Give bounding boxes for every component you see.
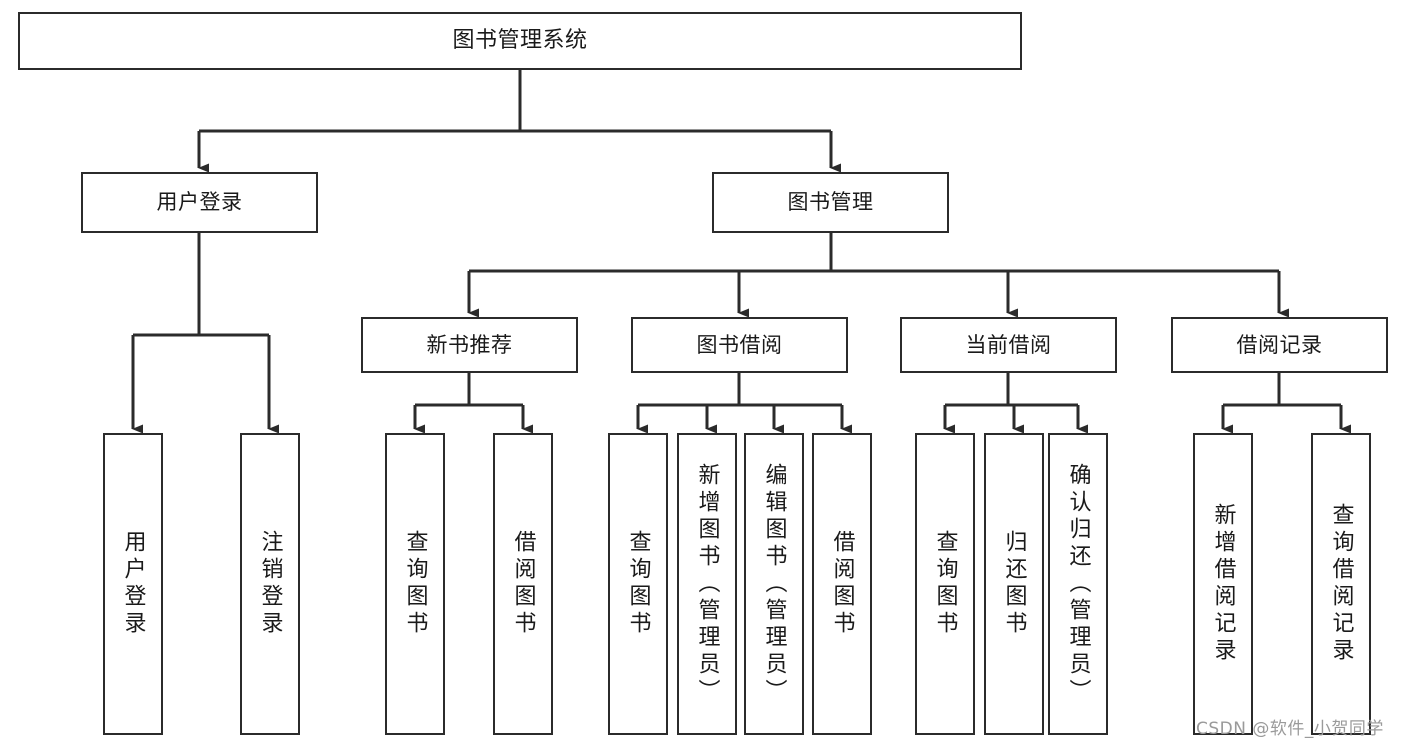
- watermark-text: CSDN @软件_小贺同学: [1196, 719, 1384, 739]
- node-book-manage[interactable]: 图书管理: [712, 172, 949, 233]
- node-current-borrow[interactable]: 当前借阅: [900, 317, 1117, 373]
- node-borrow-record[interactable]: 借阅记录: [1171, 317, 1388, 373]
- node-label: 查询图书: [402, 530, 428, 638]
- node-leaf-borrow-book-2[interactable]: 借阅图书: [812, 433, 872, 735]
- node-label: 新书推荐: [426, 332, 513, 357]
- node-leaf-query-book-3[interactable]: 查询图书: [915, 433, 975, 735]
- node-label: 新增图书（管理员）: [694, 462, 720, 706]
- node-label: 查询借阅记录: [1328, 503, 1354, 665]
- node-label: 图书管理: [787, 190, 874, 215]
- node-label: 用户登录: [120, 530, 146, 638]
- node-label: 新增借阅记录: [1210, 503, 1236, 665]
- node-label: 用户登录: [156, 190, 243, 215]
- node-new-book-recommend[interactable]: 新书推荐: [361, 317, 578, 373]
- node-label: 确认归还（管理员）: [1065, 462, 1091, 706]
- node-label: 编辑图书（管理员）: [761, 462, 787, 706]
- node-leaf-user-login[interactable]: 用户登录: [103, 433, 163, 735]
- node-leaf-edit-book[interactable]: 编辑图书（管理员）: [744, 433, 804, 735]
- node-leaf-confirm-return[interactable]: 确认归还（管理员）: [1048, 433, 1108, 735]
- node-user-login[interactable]: 用户登录: [81, 172, 318, 233]
- node-label: 图书管理系统: [452, 28, 588, 54]
- node-label: 图书借阅: [696, 332, 783, 357]
- node-leaf-add-book[interactable]: 新增图书（管理员）: [677, 433, 737, 735]
- node-leaf-query-book-2[interactable]: 查询图书: [608, 433, 668, 735]
- node-leaf-query-book-1[interactable]: 查询图书: [385, 433, 445, 735]
- node-label: 归还图书: [1001, 530, 1027, 638]
- node-book-borrow[interactable]: 图书借阅: [631, 317, 848, 373]
- node-label: 当前借阅: [965, 332, 1052, 357]
- node-label: 借阅记录: [1236, 332, 1323, 357]
- node-label: 借阅图书: [829, 530, 855, 638]
- node-label: 借阅图书: [510, 530, 536, 638]
- node-leaf-query-record[interactable]: 查询借阅记录: [1311, 433, 1371, 735]
- node-leaf-add-record[interactable]: 新增借阅记录: [1193, 433, 1253, 735]
- node-leaf-user-logout[interactable]: 注销登录: [240, 433, 300, 735]
- node-label: 查询图书: [625, 530, 651, 638]
- node-label: 查询图书: [932, 530, 958, 638]
- node-leaf-borrow-book-1[interactable]: 借阅图书: [493, 433, 553, 735]
- node-root-book-management-system[interactable]: 图书管理系统: [18, 12, 1022, 70]
- node-leaf-return-book[interactable]: 归还图书: [984, 433, 1044, 735]
- node-label: 注销登录: [257, 530, 283, 638]
